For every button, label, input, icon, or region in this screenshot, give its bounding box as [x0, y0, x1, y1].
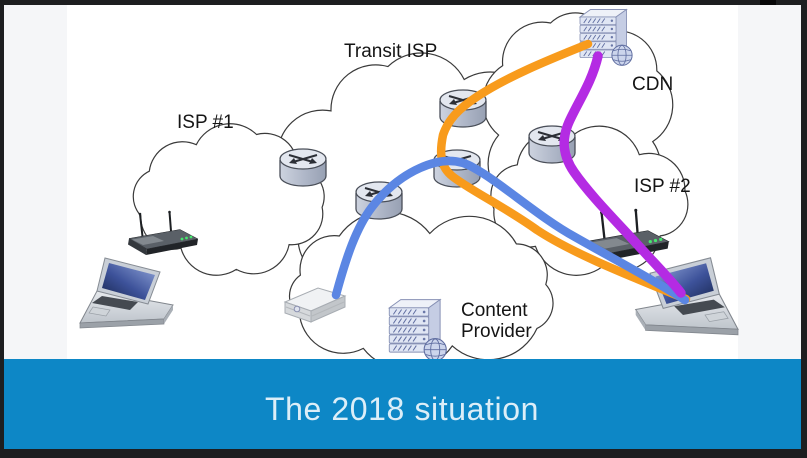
flow-path-orange: [436, 39, 691, 304]
label-content-provider-line1: Content: [461, 300, 528, 321]
label-transit-isp: Transit ISP: [344, 41, 437, 62]
label-content-provider-line2: Provider: [461, 321, 532, 342]
cdn-server-icon: [579, 9, 633, 66]
banner-background: [4, 359, 801, 449]
flow-path-blue: [331, 156, 690, 305]
label-isp1: ISP #1: [177, 112, 234, 133]
label-isp2: ISP #2: [634, 176, 691, 197]
slide-title-banner: The 2018 situation: [4, 359, 801, 449]
top-bar-notch: [760, 0, 776, 6]
flow-path-purple: [559, 51, 686, 298]
content-provider-server-icon: [388, 299, 447, 362]
label-cdn: CDN: [632, 74, 673, 95]
slide-title-text: The 2018 situation: [265, 391, 539, 427]
router-icon-isp1-transit: [279, 148, 327, 187]
